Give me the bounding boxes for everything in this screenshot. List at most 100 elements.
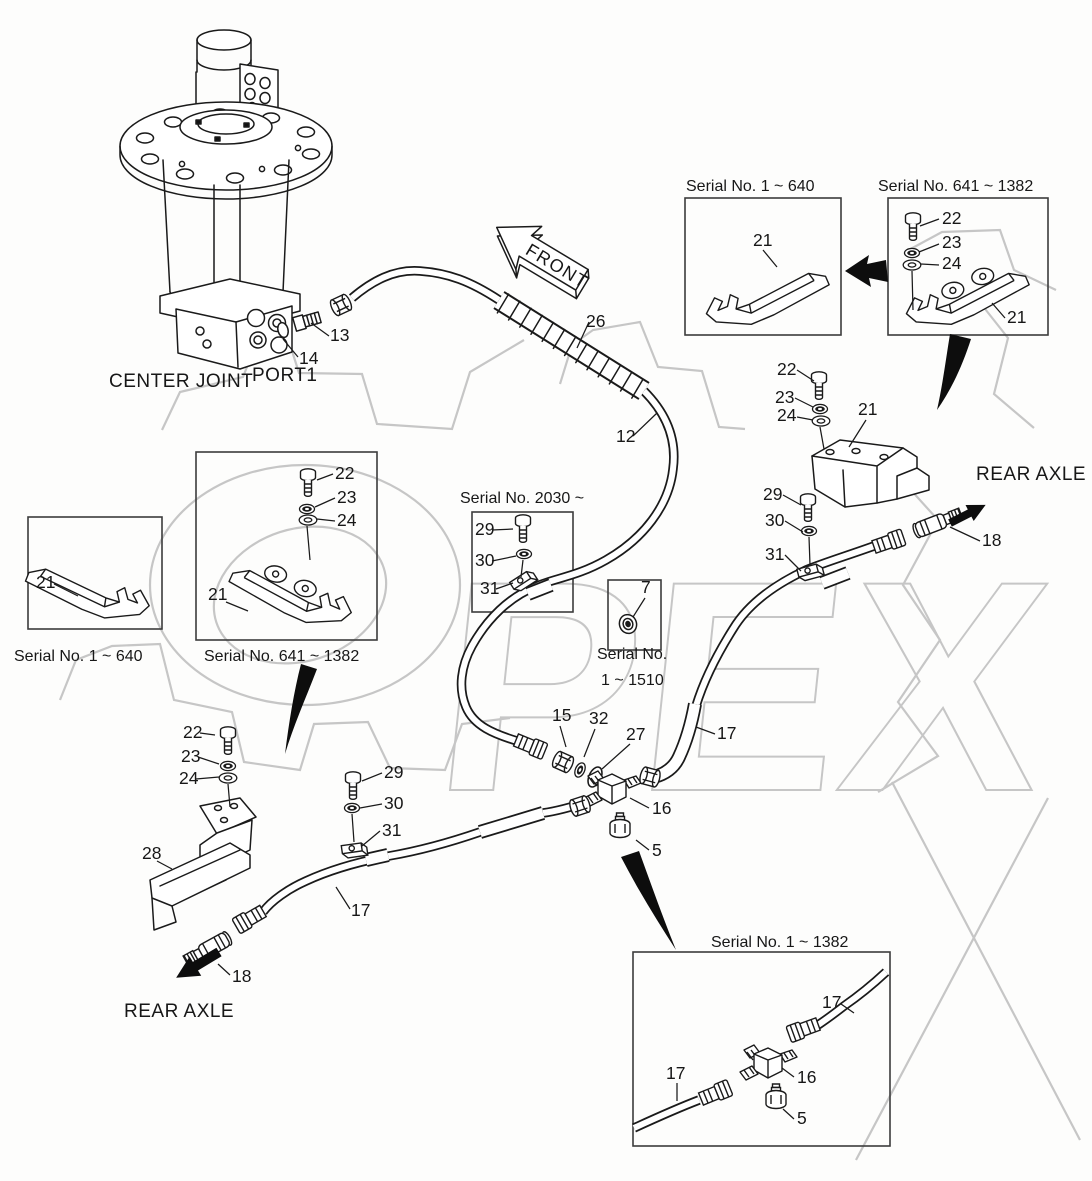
tee-16-box	[739, 1044, 798, 1081]
washer-24-b2	[902, 259, 922, 271]
bolt-22-b2	[904, 212, 922, 242]
opex-watermark: PEX	[58, 228, 1081, 1161]
grommet-7	[618, 613, 638, 635]
part-callout-21: 24	[337, 510, 357, 530]
spiral-wrap-26	[493, 291, 650, 400]
hoses	[259, 266, 890, 1133]
port1-title: PORT1	[252, 365, 318, 386]
part-callout-5: 23	[775, 387, 794, 407]
bolt-22-mid	[299, 468, 317, 497]
bolt-29-r	[799, 493, 817, 522]
part-callout-18: 21	[208, 584, 227, 604]
wedge-arrow-mid	[285, 664, 317, 754]
fittings	[181, 292, 965, 1110]
washer-24-bl	[218, 772, 238, 784]
part-callout-27: 32	[589, 708, 608, 728]
wedge-arrow-bottom	[621, 851, 676, 950]
part-callout-40: 18	[232, 966, 251, 986]
part-callout-23: 30	[475, 550, 495, 570]
box-2030	[471, 511, 574, 613]
center-joint-title: CENTER JOINT	[109, 371, 253, 392]
brackets	[21, 259, 1035, 931]
washer-30-bl	[343, 802, 361, 814]
bolt-22-bl	[219, 726, 237, 755]
washer-23-bl	[219, 760, 237, 772]
part-callout-24: 31	[480, 578, 499, 598]
center-joint-drawing	[119, 29, 333, 370]
part-callout-13: 22	[942, 208, 961, 228]
part-callout-11: 18	[982, 530, 1001, 550]
bracket-21-box-mid	[223, 556, 359, 632]
wedge-arrow-top-right	[937, 334, 971, 410]
box-mid	[195, 451, 378, 641]
part-callout-32: 22	[183, 722, 202, 742]
part-callout-15: 24	[942, 253, 962, 273]
part-callout-38: 31	[382, 820, 401, 840]
box-bottom	[632, 951, 891, 1147]
rear-axle-right-title: REAR AXLE	[976, 464, 1086, 485]
part-callout-35: 28	[142, 843, 161, 863]
bracket-21-main	[811, 439, 930, 508]
part-callout-12: 21	[753, 230, 772, 250]
box-top-left	[684, 197, 842, 336]
part-callout-0: 13	[330, 325, 349, 345]
caption-box-top-left: Serial No. 1 ~ 640	[686, 178, 815, 195]
caption-box-1510-line2: 1 ~ 1510	[601, 672, 664, 689]
washer-23-tr	[811, 403, 829, 415]
caption-box-bottom: Serial No. 1 ~ 1382	[711, 934, 849, 951]
arrows	[170, 255, 990, 988]
caption-box-mid: Serial No. 641 ~ 1382	[204, 648, 359, 665]
part-callout-42: 17	[666, 1063, 685, 1083]
part-callout-39: 17	[351, 900, 370, 920]
part-callout-7: 21	[858, 399, 877, 419]
box-left-fitting	[697, 1078, 734, 1108]
watermark-letters: PEX	[423, 519, 1064, 854]
bolt-22-tr	[810, 371, 828, 400]
part-callout-8: 29	[763, 484, 782, 504]
box-1510	[607, 579, 662, 651]
arrow-between-boxes	[845, 255, 888, 287]
caption-box-mid-left: Serial No. 1 ~ 640	[14, 648, 143, 665]
caption-box-1510-line1: Serial No.	[597, 646, 667, 663]
hose-nut-port1	[327, 292, 355, 318]
part-callout-20: 23	[337, 487, 356, 507]
part-callout-1: 14	[299, 348, 319, 368]
part-callout-2: 26	[586, 311, 605, 331]
washer-24-mid	[298, 514, 318, 526]
washer-30-r	[800, 525, 818, 537]
washer-30-2030	[515, 548, 533, 560]
caption-box-2030: Serial No. 2030 ~	[460, 490, 584, 507]
box-top-right	[887, 197, 1049, 336]
leader-lines	[53, 218, 1006, 1120]
part-callout-10: 31	[765, 544, 784, 564]
part-callout-22: 29	[475, 519, 494, 539]
part-callout-3: 12	[616, 426, 635, 446]
part-callout-26: 15	[552, 705, 571, 725]
adapter-13	[291, 311, 322, 332]
washer-24-tr	[811, 415, 831, 427]
bracket-28	[149, 797, 257, 931]
part-callout-28: 27	[626, 724, 645, 744]
part-callout-17: 21	[36, 572, 55, 592]
part-callout-37: 30	[384, 793, 404, 813]
bolt-29-bl	[344, 771, 362, 800]
part-callout-43: 16	[797, 1067, 816, 1087]
part-callout-29: 16	[652, 798, 671, 818]
part-callout-9: 30	[765, 510, 785, 530]
part-callout-19: 22	[335, 463, 354, 483]
part-callout-6: 24	[777, 405, 797, 425]
plug-5-box	[765, 1083, 787, 1110]
bracket-21-box-top-left	[701, 269, 835, 334]
part-callout-14: 23	[942, 232, 961, 252]
part-callout-30: 5	[652, 840, 662, 860]
part-callout-4: 22	[777, 359, 796, 379]
hose-end-fitting-bl	[231, 902, 268, 935]
rear-axle-left-title: REAR AXLE	[124, 1001, 234, 1022]
part-callout-25: 7	[641, 577, 651, 597]
part-callout-16: 21	[1007, 307, 1026, 327]
